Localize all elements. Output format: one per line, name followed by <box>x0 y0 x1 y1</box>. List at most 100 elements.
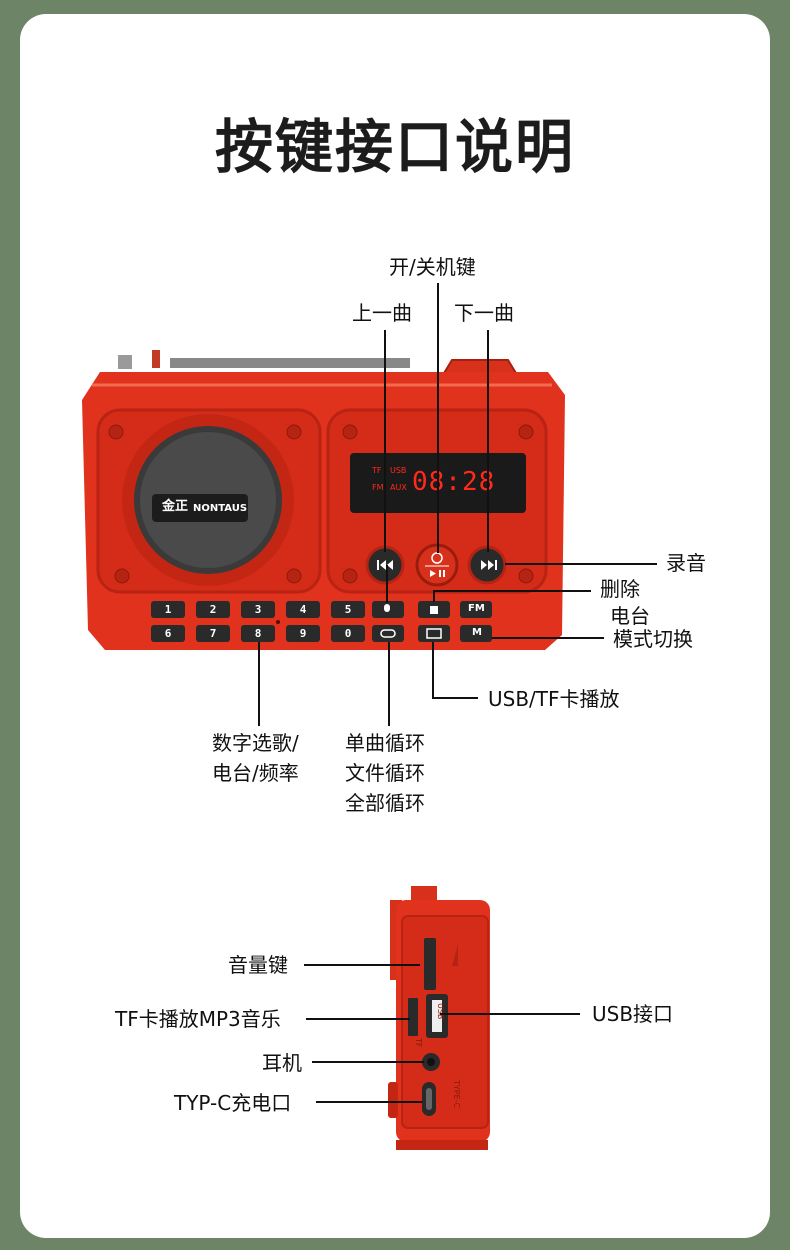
usb-port-inner <box>432 1000 442 1032</box>
usb-tf-key <box>418 625 450 642</box>
usb-port-label: USB接口 <box>592 1002 674 1026</box>
number-key-label: 7 <box>209 627 217 640</box>
screw-icon <box>108 424 124 440</box>
mode-label: 模式切换 <box>613 627 693 651</box>
screw-icon <box>518 424 534 440</box>
number-key <box>331 625 365 642</box>
typec-line <box>316 1101 422 1103</box>
tf-mp3-label: TF卡播放MP3音乐 <box>115 1007 281 1031</box>
fm-key <box>460 601 492 618</box>
earphone-hole <box>427 1058 435 1066</box>
volume-icon <box>452 944 458 966</box>
screw-icon <box>286 568 302 584</box>
number-key <box>151 601 185 618</box>
number-key <box>196 601 230 618</box>
display-fm: FM <box>372 483 384 492</box>
record-line-v <box>386 565 388 603</box>
tf-slot <box>408 998 418 1036</box>
numbers-label-2: 电台/频率 <box>212 761 299 785</box>
side-base <box>396 1140 488 1150</box>
pause-icon <box>443 570 445 577</box>
screw-icon <box>518 568 534 584</box>
number-key-label: 4 <box>299 603 307 616</box>
prev-icon <box>380 560 386 570</box>
power-icon <box>431 552 443 564</box>
screw-icon <box>342 424 358 440</box>
side-tf-text: TF <box>414 1038 423 1048</box>
volume-label: 音量键 <box>228 953 288 977</box>
number-key <box>331 601 365 618</box>
mode-key <box>460 625 492 642</box>
number-key-label: 6 <box>164 627 172 640</box>
play-icon <box>430 570 436 577</box>
prev-icon-bar <box>377 560 379 570</box>
side-foot <box>388 1082 398 1118</box>
tf-mp3-line <box>306 1018 410 1020</box>
side-handle-top <box>411 886 437 902</box>
delete-label: 删除 <box>600 577 640 601</box>
loop-label-2: 文件循环 <box>345 761 425 785</box>
mode-line <box>492 637 604 639</box>
display-usb: USB <box>390 466 407 475</box>
power-line <box>437 283 439 553</box>
volume-line <box>304 964 420 966</box>
usbtf-line-v <box>432 642 434 698</box>
side-typec-text: TYPE-C <box>452 1080 461 1109</box>
usb-tf-label: USB/TF卡播放 <box>488 687 620 711</box>
m-key-label: M <box>472 627 482 638</box>
volume-rocker <box>424 938 436 990</box>
number-key <box>196 625 230 642</box>
trash-icon <box>430 606 438 614</box>
display-tf: TF <box>372 466 382 475</box>
power-label: 开/关机键 <box>389 255 476 279</box>
loop-label-3: 全部循环 <box>345 791 425 815</box>
earphone-line <box>312 1061 424 1063</box>
next-icon <box>481 560 487 570</box>
number-key <box>241 601 275 618</box>
number-key <box>286 625 320 642</box>
number-key-label: 1 <box>164 603 172 616</box>
brand-en: NONTAUS <box>193 503 248 514</box>
number-key-label: 2 <box>209 603 217 616</box>
usb-port-line <box>440 1013 580 1015</box>
typec-label: TYP-C充电口 <box>174 1091 292 1115</box>
brand-cn: 金正 <box>162 499 189 514</box>
next-line <box>487 330 489 552</box>
number-key <box>286 601 320 618</box>
prev-label: 上一曲 <box>352 301 412 325</box>
antenna-tip <box>152 350 160 368</box>
loop-line <box>388 642 390 726</box>
number-key-label: 9 <box>299 627 307 640</box>
delete-line-h <box>433 590 591 592</box>
number-key-label: 5 <box>344 603 352 616</box>
delete-line-v <box>433 590 435 602</box>
loop-icon <box>380 629 396 638</box>
usbtf-line-h <box>432 697 478 699</box>
mic-hole <box>276 620 280 624</box>
record-line-h <box>505 563 657 565</box>
screw-icon <box>342 568 358 584</box>
prev-icon <box>387 560 393 570</box>
typec-port-inner <box>426 1088 432 1110</box>
display-aux: AUX <box>390 483 407 492</box>
mic-icon <box>384 604 390 612</box>
page-title: 按键接口说明 <box>214 113 575 181</box>
numbers-label-1: 数字选歌/ <box>212 731 299 755</box>
side-usb-text: USB <box>436 1003 445 1020</box>
next-icon <box>488 560 494 570</box>
next-label: 下一曲 <box>454 301 514 325</box>
folder-icon <box>426 628 442 639</box>
number-keypad <box>151 601 365 642</box>
top-rail <box>170 358 410 368</box>
number-key-label: 3 <box>254 603 262 616</box>
pause-icon <box>439 570 441 577</box>
number-key <box>241 625 275 642</box>
screw-icon <box>114 568 130 584</box>
next-icon-bar <box>495 560 497 570</box>
number-key <box>151 625 185 642</box>
brand-plate <box>152 494 248 522</box>
prev-line <box>384 330 386 552</box>
loop-key <box>372 625 404 642</box>
